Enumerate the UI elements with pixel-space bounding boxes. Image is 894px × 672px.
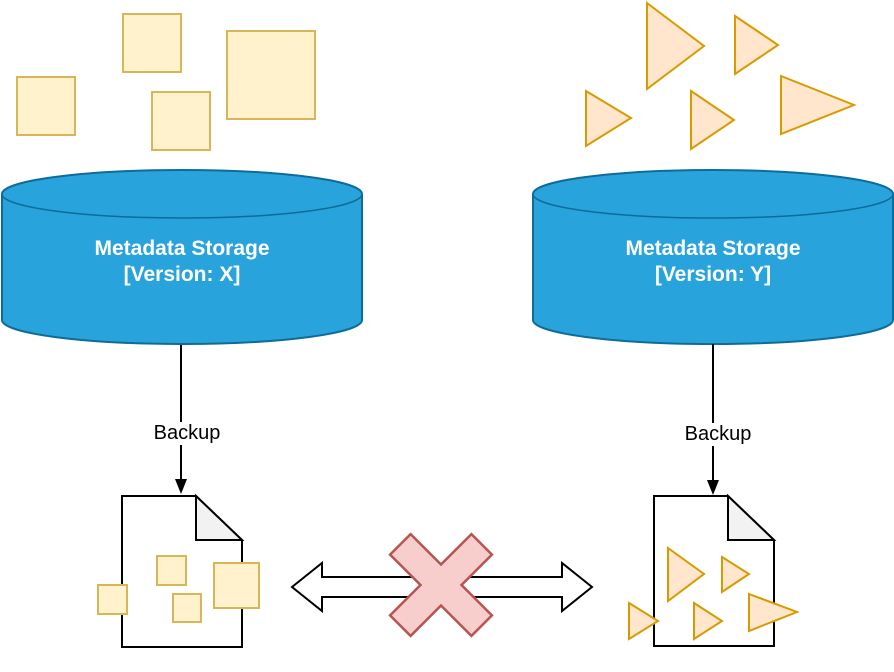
metadata-record-triangle — [646, 0, 706, 92]
backup-file-record-square — [172, 593, 202, 623]
backup-file-record-square — [156, 555, 187, 586]
metadata-record-triangle — [780, 74, 857, 136]
incompatible-x-icon — [388, 532, 494, 638]
metadata-record-square — [151, 91, 211, 151]
metadata-record-square — [226, 30, 316, 120]
backup-file-record-triangle — [628, 601, 660, 641]
backup-file-record-triangle — [693, 601, 724, 641]
backup-arrow-down-icon — [175, 345, 187, 494]
metadata-record-square — [16, 76, 76, 136]
database-cylinder-icon — [1, 169, 363, 345]
metadata-record-triangle — [585, 89, 633, 148]
backup-file-record-triangle — [748, 592, 800, 633]
backup-file-record-triangle — [721, 555, 751, 594]
backup-label: Backup — [145, 422, 229, 445]
metadata-record-triangle — [690, 89, 736, 151]
backup-file-record-square — [213, 562, 260, 609]
backup-file-record-square — [97, 584, 128, 615]
database-cylinder-icon — [532, 169, 894, 345]
backup-label: Backup — [676, 423, 760, 446]
backup-arrow-down-icon — [707, 344, 719, 495]
metadata-record-triangle — [734, 14, 780, 76]
backup-file-record-triangle — [667, 546, 706, 603]
metadata-record-square — [122, 13, 182, 73]
